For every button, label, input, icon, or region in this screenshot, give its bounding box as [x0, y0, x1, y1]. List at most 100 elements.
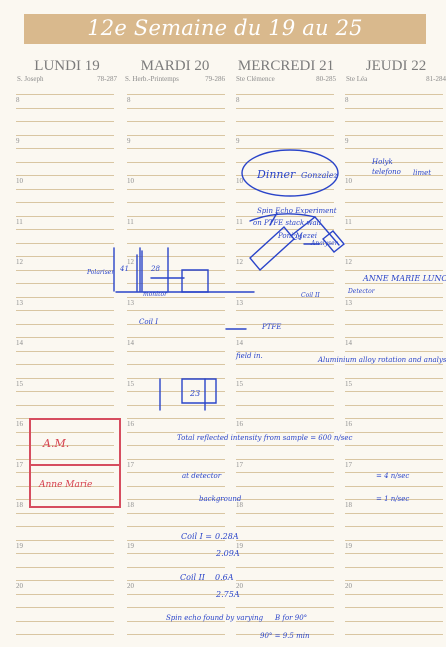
- hour-label: 20: [236, 582, 243, 590]
- schedule-line: [236, 377, 334, 379]
- day-header-mardi: MARDI 20 S. Herb.-Printemps 79-286: [125, 58, 225, 86]
- schedule-line: [16, 553, 114, 554]
- hour-label: 11: [16, 217, 23, 226]
- hour-label: 12: [127, 258, 134, 266]
- schedule-line: [16, 634, 114, 635]
- schedule-line: [16, 620, 114, 622]
- schedule-line: [127, 323, 225, 325]
- schedule-line: [345, 485, 443, 487]
- schedule-line: [236, 296, 334, 298]
- schedule-line: [345, 94, 443, 95]
- schedule-line: [236, 323, 334, 325]
- schedule-line: [236, 202, 334, 203]
- schedule-line: [127, 296, 225, 298]
- hour-label: 17: [236, 460, 243, 469]
- schedule-line: [345, 175, 443, 176]
- schedule-line: [16, 445, 114, 446]
- schedule-line: [16, 242, 114, 244]
- hour-label: 11: [127, 217, 134, 226]
- schedule-line: [345, 323, 443, 325]
- hour-label: 10: [127, 177, 134, 185]
- hour-label: 11: [345, 217, 352, 226]
- schedule-line: [236, 121, 334, 122]
- schedule-line: [127, 310, 225, 311]
- schedule-line: [127, 269, 225, 271]
- schedule-line: [16, 350, 114, 352]
- schedule-line: [345, 539, 443, 541]
- schedule-line: [236, 512, 334, 514]
- schedule-line: [16, 404, 114, 406]
- schedule-line: [127, 418, 225, 419]
- hour-label: 13: [345, 298, 352, 307]
- schedule-line: [345, 620, 443, 622]
- schedule-line: [127, 553, 225, 554]
- schedule-line: [127, 580, 225, 581]
- hour-label: 8: [236, 96, 240, 104]
- day-refs: 80-285: [316, 75, 336, 83]
- schedule-line: [16, 283, 114, 284]
- schedule-line: [345, 310, 443, 311]
- am-box: [29, 418, 121, 466]
- hour-label: 14: [236, 339, 243, 347]
- schedule-line: [16, 323, 114, 325]
- schedule-line: [127, 404, 225, 406]
- schedule-line: [16, 512, 114, 514]
- hour-label: 17: [16, 460, 23, 469]
- day-header-mercredi: MERCREDI 21 Ste Clémence 80-285: [236, 58, 336, 86]
- schedule-line: [16, 202, 114, 203]
- schedule-line: [127, 458, 225, 460]
- schedule-line: [236, 607, 334, 608]
- hour-label: 13: [127, 298, 134, 307]
- schedule-line: [127, 431, 225, 433]
- schedule-line: [16, 148, 114, 149]
- schedule-line: [16, 188, 114, 190]
- day-name: JEUDI 22: [365, 58, 427, 74]
- schedule-line: [127, 337, 225, 338]
- schedule-line: [345, 404, 443, 406]
- schedule-line: [127, 499, 225, 500]
- hour-label: 14: [16, 339, 23, 347]
- schedule-line: [16, 296, 114, 298]
- schedule-line: [16, 593, 114, 595]
- schedule-line: [16, 94, 114, 95]
- hour-label: 16: [16, 420, 23, 428]
- schedule-line: [236, 445, 334, 446]
- schedule-line: [127, 620, 225, 622]
- schedule-line: [127, 121, 225, 122]
- schedule-line: [127, 607, 225, 608]
- hour-label: 19: [236, 541, 243, 550]
- hour-label: 15: [127, 379, 134, 388]
- saint-name: Ste Léa: [346, 75, 368, 83]
- hour-label: 12: [236, 258, 243, 266]
- schedule-line: [236, 553, 334, 554]
- schedule-line: [236, 229, 334, 230]
- schedule-line: [127, 148, 225, 149]
- schedule-line: [127, 107, 225, 109]
- schedule-line: [345, 391, 443, 392]
- schedule-line: [236, 404, 334, 406]
- schedule-line: [236, 620, 334, 622]
- day-refs: 81-284: [426, 75, 446, 83]
- schedule-line: [236, 148, 334, 149]
- schedule-line: [236, 391, 334, 392]
- schedule-line: [16, 364, 114, 365]
- schedule-line: [236, 431, 334, 433]
- schedule-line: [345, 377, 443, 379]
- schedule-line: [236, 242, 334, 244]
- schedule-line: [236, 107, 334, 109]
- schedule-line: [236, 580, 334, 581]
- schedule-line: [16, 215, 114, 217]
- schedule-line: [236, 310, 334, 311]
- schedule-line: [345, 553, 443, 554]
- schedule-line: [345, 337, 443, 338]
- schedule-line: [16, 391, 114, 392]
- schedule-line: [345, 445, 443, 446]
- schedule-line: [345, 242, 443, 244]
- hour-label: 9: [345, 136, 349, 145]
- hour-label: 10: [236, 177, 243, 185]
- schedule-line: [16, 431, 114, 433]
- schedule-line: [16, 269, 114, 271]
